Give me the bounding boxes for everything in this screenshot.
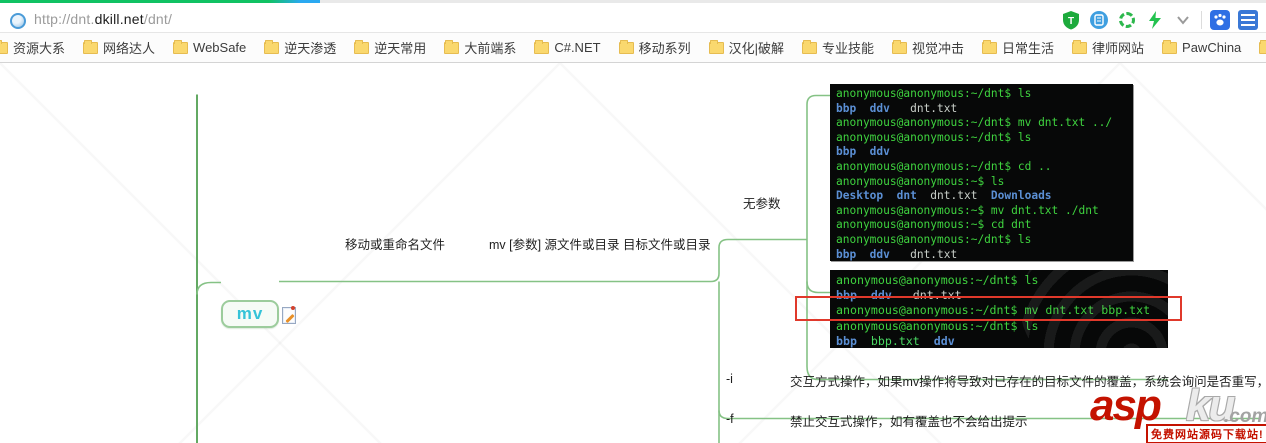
clipped-extension-icon[interactable] — [1238, 10, 1258, 30]
url-path: /dnt/ — [143, 11, 173, 27]
terminal-line: anonymous@anonymous:~/dnt$ ls — [836, 87, 1032, 100]
blue-circle-extension-icon[interactable] — [1089, 10, 1109, 30]
bookmark-label: 大前端系 — [464, 41, 517, 56]
bookmark-label: 日常生活 — [1002, 41, 1055, 56]
aperture-icon[interactable] — [1119, 12, 1135, 28]
bookmark-item[interactable]: 律师网站 — [1072, 38, 1144, 57]
terminal-line: bbp ddv dnt.txt — [836, 101, 958, 115]
bookmark-label: C#.NET — [554, 40, 601, 55]
folder-icon — [354, 39, 370, 54]
terminal-line: Desktop dnt dnt.txt Downloads — [836, 189, 1052, 203]
bookmark-item[interactable]: WebSafe — [173, 39, 247, 55]
lightning-bolt-icon[interactable] — [1145, 10, 1165, 30]
bookmark-item[interactable]: 日常生活 — [982, 38, 1054, 57]
tampermonkey-shield-icon[interactable]: T — [1061, 10, 1081, 30]
bookmark-label: 网络达人 — [103, 41, 156, 56]
folder-icon — [708, 39, 724, 54]
node-syntax[interactable]: mv [参数] 源文件或目录 目标文件或目录 — [489, 238, 711, 252]
folder-icon — [801, 39, 817, 54]
terminal-line: anonymous@anonymous:~$ ls — [836, 174, 1005, 188]
bookmark-label: 律师网站 — [1092, 41, 1145, 56]
branch-f-description[interactable]: 禁止交互式操作，如有覆盖也不会给出提示 — [790, 415, 1028, 429]
bookmark-item[interactable]: 移动系列 — [618, 38, 691, 57]
branch-i-description[interactable]: 交互方式操作，如果mv操作将导致对已存在的目标文件的覆盖，系统会询问是否重写，要… — [790, 375, 1266, 389]
terminal-line: bbp ddv dnt.txt — [836, 247, 958, 261]
bookmark-item[interactable]: 网络达人 — [83, 38, 155, 57]
paw-extension-icon[interactable] — [1210, 10, 1230, 30]
bookmark-item[interactable]: 大前端系 — [444, 38, 516, 57]
bookmarks-bar: 资源大系 网络达人 WebSafe 逆天渗透 逆天常用 大前端系 C#.NET 移动系列 汉化|… — [0, 33, 1266, 63]
mindmap-root-node[interactable]: mv — [221, 300, 279, 328]
note-edit-icon[interactable] — [282, 306, 296, 324]
bookmark-item[interactable]: 专业技能 — [801, 38, 874, 57]
bookmark-label: 移动系列 — [638, 41, 691, 56]
red-highlight-box — [795, 296, 1182, 321]
extension-toolbar: T — [1061, 9, 1258, 31]
bookmark-item[interactable]: 文化底蕴 — [1259, 38, 1266, 57]
folder-icon — [1259, 39, 1266, 54]
folder-icon — [982, 39, 997, 54]
svg-text:T: T — [1068, 16, 1074, 27]
bookmark-label: WebSafe — [193, 40, 247, 55]
terminal-line: anonymous@anonymous:~/dnt$ ls — [836, 232, 1032, 246]
bookmark-item[interactable]: 逆天常用 — [354, 38, 426, 57]
chevron-down-icon[interactable] — [1176, 13, 1190, 27]
bookmark-item[interactable]: 资源大系 — [0, 38, 65, 57]
branch-i-label[interactable]: -i — [726, 372, 733, 386]
bookmark-item[interactable]: 汉化|破解 — [708, 38, 784, 57]
bookmark-label: 专业技能 — [821, 41, 874, 56]
folder-icon — [618, 39, 634, 54]
folder-icon — [173, 39, 189, 54]
page-load-progress-bar — [0, 0, 320, 3]
terminal-line: bbp ddv dnt.txt — [836, 288, 962, 303]
terminal-line: anonymous@anonymous:~$ cd dnt — [836, 218, 1032, 232]
folder-icon — [0, 39, 8, 54]
node-description[interactable]: 移动或重命名文件 — [345, 238, 446, 252]
folder-icon — [264, 39, 280, 54]
branch-f-label[interactable]: -f — [726, 412, 734, 426]
folder-icon — [534, 39, 550, 54]
folder-icon — [444, 39, 460, 54]
bookmark-item[interactable]: 视觉冲击 — [891, 38, 964, 57]
folder-icon — [83, 39, 99, 54]
url-subdomain: dnt. — [70, 11, 95, 27]
url-field[interactable]: http://dnt.dkill.net/dnt/ — [34, 11, 172, 27]
terminal-line: anonymous@anonymous:~$ mv dnt.txt ./dnt — [836, 203, 1099, 217]
folder-icon — [1072, 39, 1088, 54]
bookmark-label: 资源大系 — [13, 41, 66, 56]
terminal-line: bbp ddv — [836, 145, 890, 159]
toolbar-divider — [1201, 11, 1202, 29]
bookmark-label: 逆天常用 — [374, 41, 427, 56]
bookmark-label: 汉化|破解 — [728, 41, 784, 56]
bookmark-label: 视觉冲击 — [911, 41, 964, 56]
chrome-top-strip — [320, 0, 1266, 3]
site-globe-icon — [10, 13, 26, 29]
bookmark-item[interactable]: PawChina — [1162, 39, 1242, 55]
root-node-label: mv — [236, 304, 264, 323]
terminal-line: anonymous@anonymous:~/dnt$ ls — [836, 130, 1032, 144]
address-bar[interactable]: http://dnt.dkill.net/dnt/ T — [0, 3, 1266, 33]
terminal-line: anonymous@anonymous:~/dnt$ ls — [836, 273, 1039, 287]
url-scheme: http:// — [34, 11, 71, 27]
terminal-line: anonymous@anonymous:~/dnt$ mv dnt.txt ..… — [836, 116, 1113, 130]
folder-icon — [891, 39, 907, 54]
folder-icon — [1162, 39, 1178, 54]
branch-no-param-label[interactable]: 无参数 — [743, 197, 781, 211]
terminal-line: anonymous@anonymous:~/dnt$ ls — [836, 318, 1039, 333]
bookmark-item[interactable]: 逆天渗透 — [264, 38, 336, 57]
terminal-line: anonymous@anonymous:~/dnt$ mv dnt.txt bb… — [836, 303, 1151, 318]
bookmark-label: PawChina — [1182, 40, 1242, 55]
bookmark-item[interactable]: C#.NET — [534, 39, 601, 55]
terminal-line: anonymous@anonymous:~/dnt$ cd .. — [836, 159, 1052, 173]
bookmark-label: 逆天渗透 — [284, 41, 337, 56]
terminal-line: bbp bbp.txt ddv — [836, 333, 955, 348]
url-domain: dkill.net — [94, 11, 144, 27]
